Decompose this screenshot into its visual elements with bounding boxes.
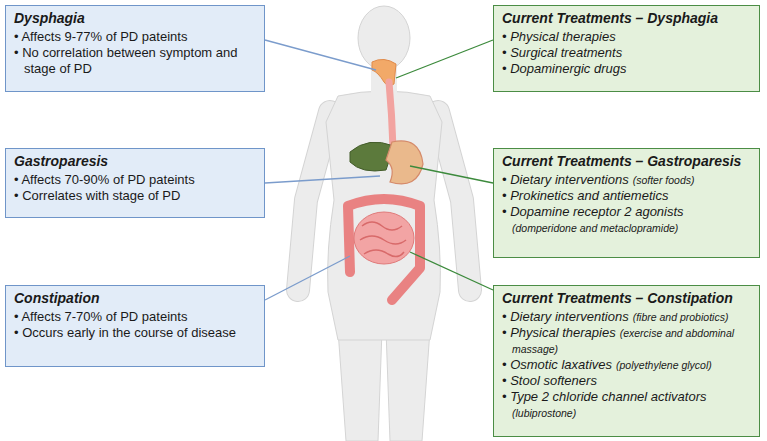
- right-leg: [386, 330, 430, 441]
- torso: [326, 91, 442, 340]
- leader-line: [265, 256, 350, 300]
- bullet-item: • Dietary interventions: [502, 309, 629, 324]
- treatment-box: Current Treatments – Constipation • Dieta…: [493, 285, 760, 437]
- symptom-box: Constipation • Affects 7-70% of PD patein…: [5, 285, 265, 367]
- stomach: [386, 141, 423, 184]
- text-line: • Affects 70-90% of PD pateints: [14, 172, 256, 188]
- text-line: • Dopaminergic drugs: [502, 61, 751, 77]
- text-line: • Affects 7-70% of PD pateints: [14, 309, 256, 325]
- text-line: • Correlates with stage of PD: [14, 188, 256, 204]
- treatment-box: Current Treatments – Dysphagia • Physical…: [493, 5, 760, 92]
- bullet-item: • Dopaminergic drugs: [502, 61, 627, 76]
- bullet-item: • Type 2 chloride channel activators: [502, 389, 706, 404]
- box-heading: Current Treatments – Gastroparesis: [502, 153, 741, 169]
- box-heading: Current Treatments – Constipation: [502, 290, 733, 306]
- bullet-item: • Stool softeners: [502, 373, 597, 388]
- text-line: Current Treatments – Constipation: [502, 290, 751, 307]
- text-line: • Prokinetics and antiemetics: [502, 188, 751, 204]
- box-heading: Dysphagia: [14, 10, 85, 26]
- example-note: (lubiprostone): [512, 407, 576, 419]
- leader-lines: [265, 40, 493, 300]
- bullet-item: • Physical therapies: [502, 29, 616, 44]
- bullet-item: • Affects 7-70% of PD pateints: [14, 309, 187, 324]
- right-arm: [438, 112, 470, 290]
- leader-line: [265, 176, 380, 183]
- esophagus: [389, 82, 393, 148]
- text-line: Gastroparesis: [14, 153, 256, 170]
- bullet-item: • No correlation between symptom and sta…: [14, 45, 238, 76]
- intestine-folds: [360, 222, 406, 257]
- leader-line: [265, 40, 376, 70]
- bullet-item: • Surgical treatments: [502, 45, 622, 60]
- text-line: • Physical therapies(exercise and abdomi…: [502, 325, 751, 357]
- symptom-box: Dysphagia • Affects 9-77% of PD pateints•…: [5, 5, 265, 92]
- bullet-item: • Occurs early in the course of disease: [14, 325, 236, 340]
- text-line: Current Treatments – Dysphagia: [502, 10, 751, 27]
- bullet-item: • Affects 70-90% of PD pateints: [14, 172, 195, 187]
- text-line: • Surgical treatments: [502, 45, 751, 61]
- text-line: • Dietary interventions (fibre and probio…: [502, 309, 751, 325]
- text-line: • Type 2 chloride channel activators: [502, 389, 751, 405]
- bullet-item: • Osmotic laxatives: [502, 357, 612, 372]
- bullet-item: • Correlates with stage of PD: [14, 188, 180, 203]
- text-line: Dysphagia: [14, 10, 256, 27]
- leader-line: [396, 40, 493, 78]
- body-silhouette: [298, 6, 470, 441]
- small-intestine: [354, 212, 414, 264]
- box-heading: Gastroparesis: [14, 153, 108, 169]
- text-line: • Affects 9-77% of PD pateints: [14, 29, 256, 45]
- right-arm-outline: [438, 112, 470, 290]
- text-line: (domperidone and metaclopramide): [502, 220, 751, 236]
- bullet-item: • Dietary interventions: [502, 172, 629, 187]
- left-leg: [338, 330, 382, 441]
- box-heading: Constipation: [14, 290, 100, 306]
- text-line: • Osmotic laxatives (polyethylene glycol): [502, 357, 751, 373]
- large-intestine: [348, 199, 420, 300]
- text-line: Current Treatments – Gastroparesis: [502, 153, 751, 170]
- example-note: (softer foods): [633, 174, 695, 186]
- bullet-item: • Affects 9-77% of PD pateints: [14, 29, 187, 44]
- bullet-item: • Physical therapies: [502, 325, 616, 340]
- left-arm: [298, 112, 330, 290]
- text-line: • Physical therapies: [502, 29, 751, 45]
- leader-line: [410, 252, 493, 290]
- symptom-box: Gastroparesis • Affects 70-90% of PD pate…: [5, 148, 265, 218]
- example-note: (fibre and probiotics): [633, 311, 729, 323]
- treatment-box: Current Treatments – Gastroparesis • Diet…: [493, 148, 760, 258]
- bullet-item: • Dopamine receptor 2 agonists: [502, 204, 684, 219]
- left-arm-outline: [298, 112, 330, 290]
- text-line: • Dopamine receptor 2 agonists: [502, 204, 751, 220]
- example-note: (polyethylene glycol): [616, 359, 712, 371]
- text-line: • Stool softeners: [502, 373, 751, 389]
- bullet-item: • Prokinetics and antiemetics: [502, 188, 668, 203]
- text-line: • Dietary interventions (softer foods): [502, 172, 751, 188]
- text-line: (lubiprostone): [502, 405, 751, 421]
- box-heading: Current Treatments – Dysphagia: [502, 10, 718, 26]
- text-line: Constipation: [14, 290, 256, 307]
- leader-line: [410, 166, 493, 183]
- example-note: (domperidone and metaclopramide): [512, 222, 678, 234]
- text-line: • No correlation between symptom and sta…: [14, 45, 256, 77]
- text-line: • Occurs early in the course of disease: [14, 325, 256, 341]
